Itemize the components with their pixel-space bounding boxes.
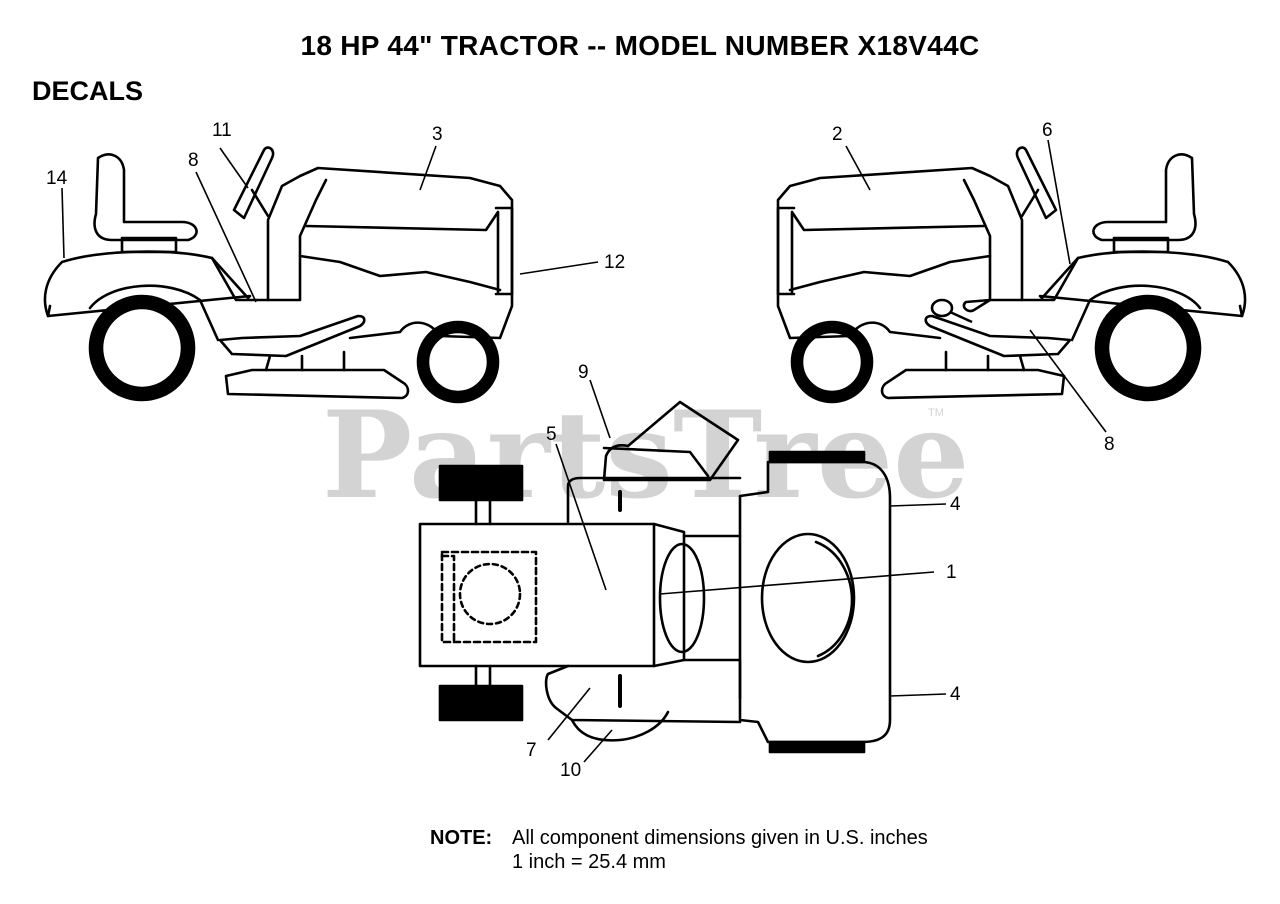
callout-4-top: 4	[950, 494, 961, 515]
tractor-left-side-view	[43, 146, 514, 404]
front-wheel-top-2	[438, 684, 524, 722]
note-label: NOTE:	[430, 827, 493, 849]
callout-3: 3	[432, 124, 443, 145]
seat	[93, 153, 198, 242]
callout-8-right: 8	[1104, 434, 1115, 455]
callout-9: 9	[578, 362, 589, 383]
hood-top	[418, 522, 656, 668]
tractor-top-view	[418, 400, 892, 754]
callout-11: 11	[212, 120, 232, 141]
callout-leaders	[61, 139, 1107, 763]
callout-4-bottom: 4	[950, 684, 961, 705]
watermark-text: PartsTree	[322, 385, 969, 526]
callout-8-left: 8	[188, 150, 199, 171]
note-line-2: 1 inch = 25.4 mm	[512, 851, 666, 873]
callout-7: 7	[526, 740, 537, 761]
note-line-1: All component dimensions given in U.S. i…	[512, 827, 928, 849]
callout-14: 14	[46, 168, 68, 189]
seat-top	[760, 532, 856, 664]
gear-lever-right	[930, 298, 973, 324]
callout-12: 12	[604, 252, 625, 273]
diagram-title: 18 HP 44" TRACTOR -- MODEL NUMBER X18V44…	[300, 30, 980, 61]
watermark-trademark: TM	[928, 407, 944, 419]
tractor-right-side-view	[776, 146, 1247, 404]
callout-6: 6	[1042, 120, 1053, 141]
callout-10: 10	[560, 760, 581, 781]
callout-2: 2	[832, 124, 843, 145]
section-heading: DECALS	[32, 76, 144, 106]
callout-1: 1	[946, 562, 957, 583]
front-wheel-top-1	[438, 464, 524, 502]
callout-5: 5	[546, 424, 557, 445]
